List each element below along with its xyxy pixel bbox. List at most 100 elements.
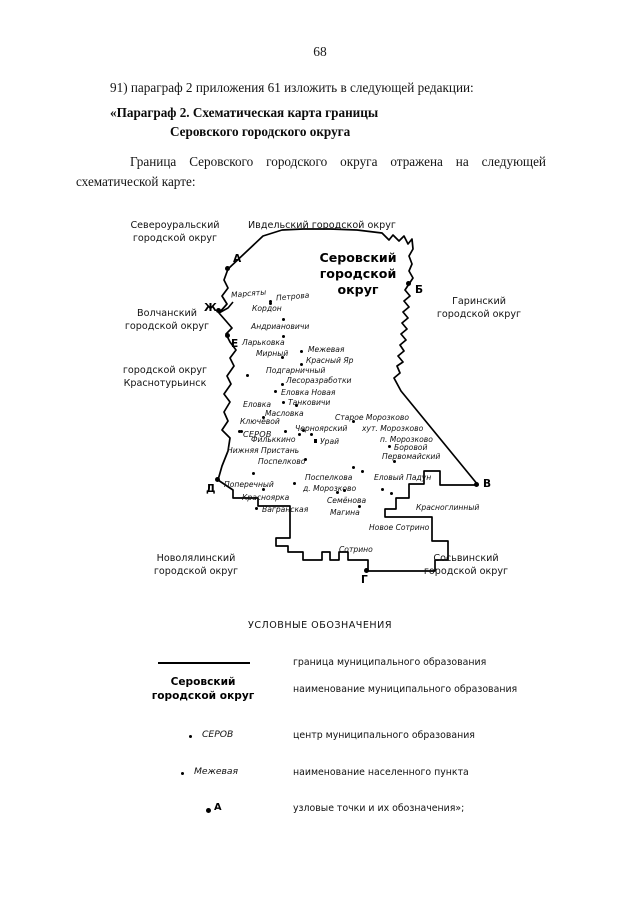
neighbour-novolyalinsky-line-2: городской округ [153, 565, 239, 577]
settlement-label: Андриановичи [251, 322, 310, 331]
map-title-line-2: городской [319, 266, 397, 282]
settlement-label: Красноглинный [416, 503, 480, 512]
settlement-dot [295, 404, 298, 407]
settlement-label: Старое Морозково [335, 413, 409, 422]
settlement-dot [274, 390, 277, 393]
settlement-dot [358, 505, 361, 508]
body-paragraph-text: Граница Серовского городского округа отр… [76, 154, 546, 190]
boundary-notch [218, 301, 234, 314]
settlement-label: Сотрино [339, 545, 373, 554]
center-name-symbol: СЕРОВ [202, 729, 234, 740]
map-title-line-1: Серовский [319, 250, 397, 265]
settlement-dot [282, 401, 285, 404]
page-number: 68 [313, 44, 327, 59]
settlement-label: Черноярский [295, 424, 348, 433]
settlement-dot [269, 302, 272, 305]
neighbour-sosvinsky-line-2: городской округ [423, 565, 509, 577]
map-border-svg [217, 228, 479, 572]
district-center-dot [238, 430, 241, 433]
mo-name-line-1: Серовский [170, 676, 236, 688]
neighbour-sosvinsky-line-1: Сосьвинский [433, 553, 499, 564]
neighbour-label-krasnoturinsk: городской округ Краснотурьинск [112, 365, 218, 390]
settlement-label: Мирный [256, 349, 289, 358]
settlement-dot [298, 433, 301, 436]
node-letter-d: Д [206, 483, 216, 495]
legend-description: наименование муниципального образования [293, 684, 518, 695]
heading-line-1: «Параграф 2. Схематическая карта границы [110, 105, 379, 120]
node-dot-e [225, 333, 230, 338]
neighbour-label-sosvinsky: Сосьвинский городской округ [412, 553, 520, 578]
legend-description: наименование населенного пункта [293, 767, 469, 778]
settlement-dot [381, 488, 384, 491]
settlement-dot [300, 350, 303, 353]
heading-line-2: Серовского городского округа [170, 123, 351, 139]
settlement-dot [281, 356, 284, 359]
node-letter-v: В [483, 478, 492, 490]
neighbour-label-novolyalinsky: Новолялинский городской округ [140, 553, 252, 578]
settlement-label: Поспелково [258, 457, 306, 466]
settlement-label: Фильккино [251, 435, 296, 444]
settlement-dot [336, 491, 339, 494]
neighbour-volchansky-line-1: Волчанский [137, 308, 197, 319]
neighbour-garinsky-line-1: Гаринский [452, 296, 506, 307]
neighbour-krasnoturinsk-line-2: Краснотурьинск [123, 377, 207, 389]
settlement-dot [352, 466, 355, 469]
legend-description: центр муниципального образования [293, 730, 475, 741]
settlement-label: Боровой [394, 443, 428, 452]
settlement-dot [293, 482, 296, 485]
node-letter-a: А [233, 253, 242, 265]
settlement-label: Еловый Падун [374, 473, 432, 482]
neighbour-krasnoturinsk-line-1: городской округ [122, 365, 208, 376]
map-district-title: Серовский городской округ [306, 250, 410, 298]
neighbour-novolyalinsky-line-1: Новолялинский [156, 553, 236, 564]
settlement-label: Урай [320, 437, 340, 446]
node-dot-d [215, 477, 220, 482]
neighbour-ivdelsky-line-1: Ивдельский городской округ [248, 220, 396, 231]
settlement-dot [262, 488, 265, 491]
node-dot-zh [216, 308, 221, 313]
center-bullet-symbol [189, 735, 193, 739]
settlement-dot [302, 429, 305, 432]
neighbour-severouralsky-line-1: Североуральский [130, 220, 220, 231]
settlement-label: Поспелкова [305, 473, 353, 482]
node-dot-v [474, 482, 479, 487]
settlement-label: Нижняя Пристань [227, 446, 300, 455]
settlement-dot [255, 507, 258, 510]
settlement-dot [314, 439, 317, 443]
settlement-label: Межевая [308, 345, 345, 354]
node-letter-b: Б [415, 284, 424, 296]
settlement-label: Масловка [265, 409, 304, 418]
settlement-label: Первомайский [382, 452, 441, 461]
settlement-label: Вагранская [262, 505, 309, 514]
node-letter-symbol: А [214, 802, 222, 813]
settlement-label: Красный Яр [306, 356, 354, 365]
node-dot-a [225, 266, 230, 271]
settlement-label: Ключевой [240, 417, 280, 426]
settlement-label: Подгарничный [266, 366, 326, 375]
settlement-dot [240, 430, 243, 433]
settlement-label: д. Морозково [303, 484, 357, 493]
settlement-dot [352, 420, 355, 423]
map-legend: УСЛОВНЫЕ ОБОЗНАЧЕНИЯ граница муниципальн… [0, 612, 640, 852]
settlement-dot [388, 445, 391, 448]
node-letter-g: Г [361, 574, 368, 586]
settlement-dot [246, 374, 249, 377]
settlement-dot [269, 300, 272, 303]
settlement-label: Еловка Новая [281, 388, 336, 397]
boundary-line-symbol [158, 662, 250, 665]
settlement-dot [282, 318, 285, 321]
settlement-dot [281, 383, 284, 386]
settlement-label: Семёнова [327, 496, 367, 505]
settlement-label: п. Морозково [380, 435, 433, 444]
settlement-dot [252, 472, 255, 475]
neighbour-severouralsky-line-2: городской округ [132, 232, 218, 244]
intro-paragraph: 91) параграф 2 приложения 61 изложить в … [110, 80, 474, 95]
node-bullet-symbol [206, 808, 211, 813]
municipal-boundary-path [217, 228, 479, 572]
settlement-dot [390, 492, 393, 495]
body-paragraph: Граница Серовского городского округа отр… [76, 152, 546, 192]
section-heading: «Параграф 2. Схематическая карта границы… [110, 104, 530, 141]
settlement-bullet-symbol [181, 772, 185, 776]
settlement-dot [361, 470, 364, 473]
settlement-dot [282, 335, 285, 338]
